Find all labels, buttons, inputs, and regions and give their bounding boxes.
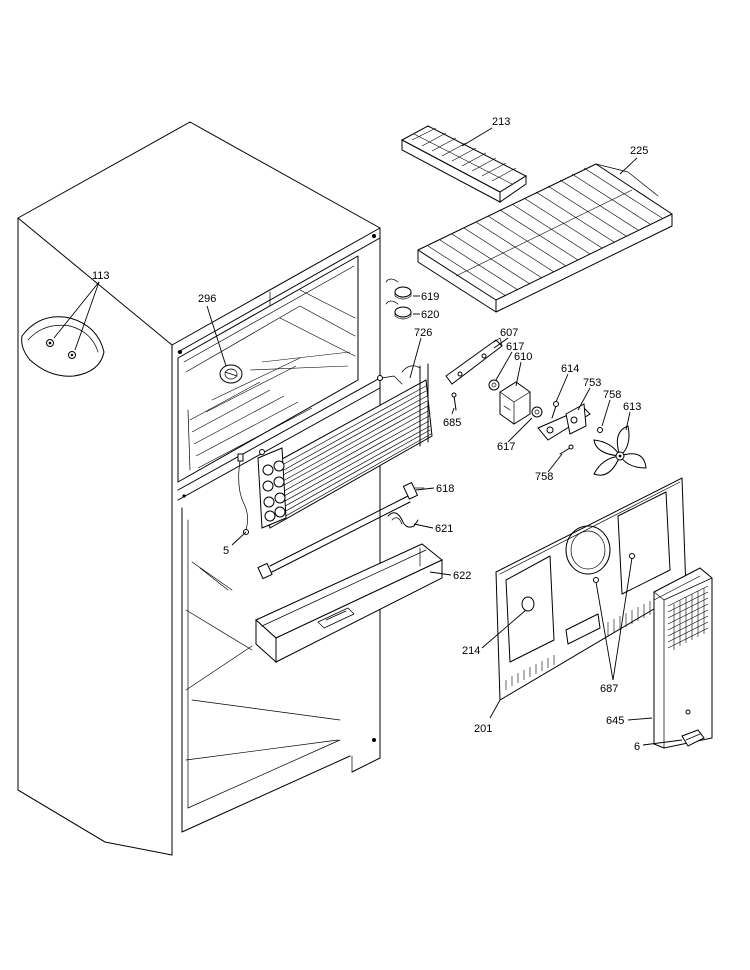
callout-614: 614 [561,363,579,375]
part-726-evaporator [257,363,433,529]
callout-726: 726 [414,327,432,339]
part-645-grille-cover [653,567,713,749]
part-753-motor-bracket [537,403,591,441]
callout-617-lower: 617 [497,441,515,453]
leader-lines [53,127,683,746]
evaporator-tubes [261,385,432,527]
shelf-wires [427,167,663,297]
part-613-fan-blade [593,425,647,476]
callout-620: 620 [421,309,439,321]
callout-607: 607 [500,327,518,339]
callout-618: 618 [436,483,454,495]
callout-687: 687 [600,683,618,695]
part-113-hinge-cover [21,316,105,377]
callout-613: 613 [623,401,641,413]
part-225-wire-shelf [417,163,673,313]
callout-610: 610 [514,351,532,363]
callout-296: 296 [198,293,216,305]
part-758-screw-upper [597,427,603,433]
callout-5: 5 [223,545,229,557]
part-758-screw-lower [559,444,574,455]
part-621-heater-clip [387,512,419,528]
part-614-clip [551,401,559,419]
callout-213: 213 [492,116,510,128]
callout-6: 6 [634,741,640,753]
part-619-bumper [385,278,412,300]
part-213-ice-tray [400,125,528,203]
callout-753: 753 [583,377,601,389]
part-622-drain-trough [255,543,443,664]
callout-685: 685 [443,417,461,429]
callout-214: 214 [462,645,480,657]
part-685-screw [451,392,457,411]
refrigerator-cabinet [17,121,381,856]
part-296-control-knob [219,364,243,384]
part-617-grommet-upper [488,379,500,391]
callout-113: 113 [92,270,110,282]
callout-201: 201 [474,723,492,735]
ice-tray-cells [411,127,517,185]
callout-621: 621 [435,523,453,535]
part-617-grommet-lower [531,406,543,418]
callout-622: 622 [453,570,471,582]
grille-mesh [667,585,709,650]
callout-758-lower: 758 [535,471,553,483]
callout-758-upper: 758 [603,389,621,401]
callout-619: 619 [421,291,439,303]
part-6-tab [681,729,705,747]
cover-louvers [505,601,651,690]
part-618-defrost-heater [257,481,425,580]
part-620-bumper [385,300,412,320]
part-607-mounting-bracket [445,337,503,385]
callout-645: 645 [606,715,624,727]
callout-labels: 113 296 213 225 619 620 726 607 617 610 … [92,116,648,753]
part-610-fan-motor [499,381,531,425]
callout-617-upper: 617 [506,341,524,353]
part-5-sensor [237,453,249,535]
callout-225: 225 [630,145,648,157]
freezer-floor-ridges [189,351,351,469]
